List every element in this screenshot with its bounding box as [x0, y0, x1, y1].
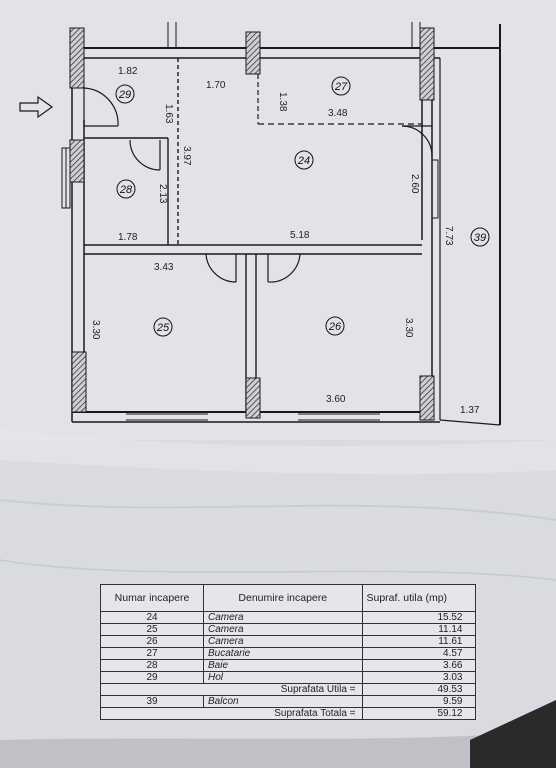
table-row: 27 Bucatarie 4.57 — [100, 647, 476, 660]
dim-1-78: 1.78 — [118, 232, 138, 243]
room-label-27: 27 — [334, 81, 348, 93]
cell-room-name: Bucatarie — [203, 647, 363, 660]
total-area-label: Suprafata Totala = — [203, 707, 363, 720]
dim-1-38: 1.38 — [277, 92, 288, 112]
outer-walls — [70, 22, 501, 426]
cell-room-name: Balcon — [203, 695, 363, 708]
useful-area-label: Suprafata Utila = — [203, 683, 363, 696]
cell-room-area: 4.57 — [361, 647, 476, 660]
cell-room-name: Camera — [203, 635, 363, 648]
cell-room-number: 39 — [100, 695, 204, 708]
room-marker-26: 26 — [325, 316, 345, 336]
cell-room-area: 15.52 — [361, 611, 476, 624]
useful-area-value: 49.53 — [361, 683, 476, 696]
empty-cell — [100, 707, 204, 720]
dim-3-30-right: 3.30 — [403, 318, 414, 338]
dim-3-48: 3.48 — [328, 108, 348, 119]
cell-room-number: 29 — [100, 671, 204, 684]
hatched-columns — [69, 27, 435, 421]
dimension-labels: 1.82 1.70 1.63 1.38 3.48 3.97 2.13 2.60 … — [90, 66, 480, 416]
dim-3-60: 3.60 — [326, 394, 346, 405]
table-row: 25 Camera 11.14 — [100, 623, 476, 636]
header-room-name: Denumire incapere — [203, 584, 363, 612]
windows — [61, 147, 439, 421]
header-useful-area: Supraf. utila (mp) — [361, 584, 476, 612]
dim-3-43: 3.43 — [154, 262, 174, 273]
cell-room-area: 3.03 — [361, 671, 476, 684]
dim-1-63: 1.63 — [163, 104, 174, 124]
cell-room-number: 28 — [100, 659, 204, 672]
room-label-28: 28 — [119, 184, 133, 196]
dim-7-73: 7.73 — [443, 226, 454, 246]
dim-2-13: 2.13 — [157, 184, 168, 204]
room-marker-27: 27 — [331, 76, 351, 96]
room-markers: 29 27 24 28 25 26 39 — [115, 76, 490, 337]
cell-room-name: Camera — [203, 623, 363, 636]
header-room-number: Numar incapere — [100, 584, 204, 612]
empty-cell — [100, 683, 204, 696]
room-label-24: 24 — [297, 155, 310, 167]
total-area-row: Suprafata Totala = 59.12 — [100, 707, 476, 720]
dim-5-18: 5.18 — [290, 230, 310, 241]
room-label-29: 29 — [118, 89, 131, 101]
room-label-39: 39 — [474, 232, 486, 244]
dim-2-60: 2.60 — [409, 174, 420, 194]
useful-area-total-row: Suprafata Utila = 49.53 — [100, 683, 476, 696]
dim-3-97: 3.97 — [181, 146, 192, 166]
dim-1-82: 1.82 — [118, 66, 138, 77]
dim-1-70: 1.70 — [206, 80, 226, 91]
table-row: 29 Hol 3.03 — [100, 671, 476, 684]
cell-room-area: 3.66 — [361, 659, 476, 672]
cell-room-number: 25 — [100, 623, 204, 636]
table-row: 26 Camera 11.61 — [100, 635, 476, 648]
cell-room-area: 11.61 — [361, 635, 476, 648]
cell-room-name: Baie — [203, 659, 363, 672]
room-marker-25: 25 — [153, 317, 173, 337]
room-label-26: 26 — [328, 321, 342, 333]
room-marker-29: 29 — [115, 84, 135, 104]
cell-room-area: 9.59 — [361, 695, 476, 708]
table-row: 28 Baie 3.66 — [100, 659, 476, 672]
cell-room-area: 11.14 — [361, 623, 476, 636]
entrance-arrow-icon — [19, 95, 54, 119]
room-label-25: 25 — [156, 322, 170, 334]
cell-room-number: 24 — [100, 611, 204, 624]
doors — [83, 87, 433, 283]
table-row: 24 Camera 15.52 — [100, 611, 476, 624]
room-marker-24: 24 — [294, 150, 314, 170]
dim-1-37: 1.37 — [460, 405, 480, 416]
room-marker-28: 28 — [116, 179, 136, 199]
cell-room-name: Camera — [203, 611, 363, 624]
cell-room-number: 27 — [100, 647, 204, 660]
total-area-value: 59.12 — [361, 707, 476, 720]
room-marker-39: 39 — [470, 227, 490, 247]
cell-room-name: Hol — [203, 671, 363, 684]
table-row: 39 Balcon 9.59 — [100, 695, 476, 708]
table-header-row: Numar incapere Denumire incapere Supraf.… — [100, 584, 476, 612]
room-area-table: Numar incapere Denumire incapere Supraf.… — [100, 584, 476, 720]
dim-3-30-left: 3.30 — [90, 320, 101, 340]
cell-room-number: 26 — [100, 635, 204, 648]
